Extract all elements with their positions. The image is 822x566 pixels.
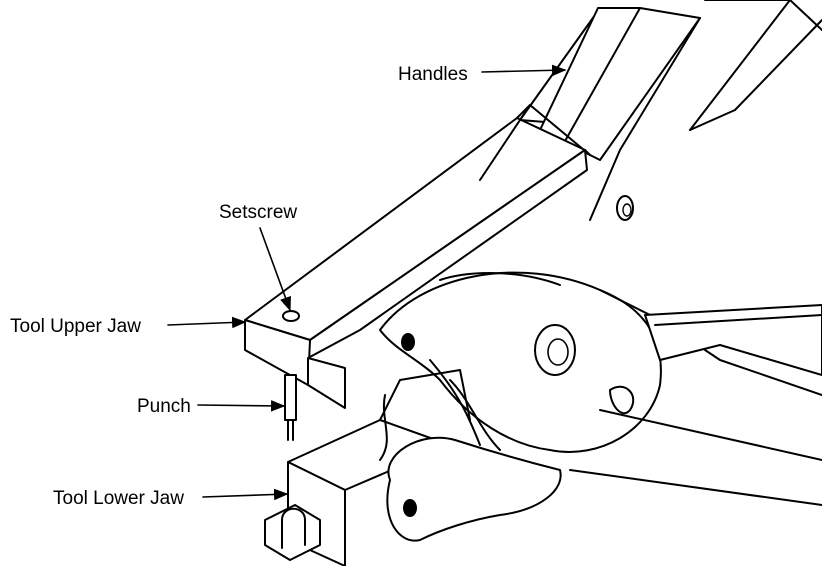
label-upper-jaw: Tool Upper Jaw xyxy=(10,316,141,337)
callout-upper-jaw: Tool Upper Jaw xyxy=(10,316,247,337)
label-setscrew: Setscrew xyxy=(219,202,297,223)
punch xyxy=(284,374,297,441)
upper-handle xyxy=(519,0,822,221)
callout-punch: Punch xyxy=(137,396,286,417)
label-lower-jaw: Tool Lower Jaw xyxy=(53,488,184,509)
tool-lower-jaw xyxy=(264,369,471,566)
lower-link-plate xyxy=(379,359,562,542)
rivet-lower xyxy=(403,499,417,517)
label-punch: Punch xyxy=(137,396,191,417)
rivet-upper xyxy=(401,333,415,351)
callout-setscrew: Setscrew xyxy=(219,202,297,312)
label-handles: Handles xyxy=(398,64,468,85)
callout-lower-jaw: Tool Lower Jaw xyxy=(53,488,289,509)
tool-upper-jaw xyxy=(244,104,591,409)
setscrew-hole xyxy=(282,310,300,322)
pivot-plate xyxy=(379,195,662,453)
lower-handle xyxy=(569,304,822,506)
callout-handles: Handles xyxy=(398,64,567,85)
